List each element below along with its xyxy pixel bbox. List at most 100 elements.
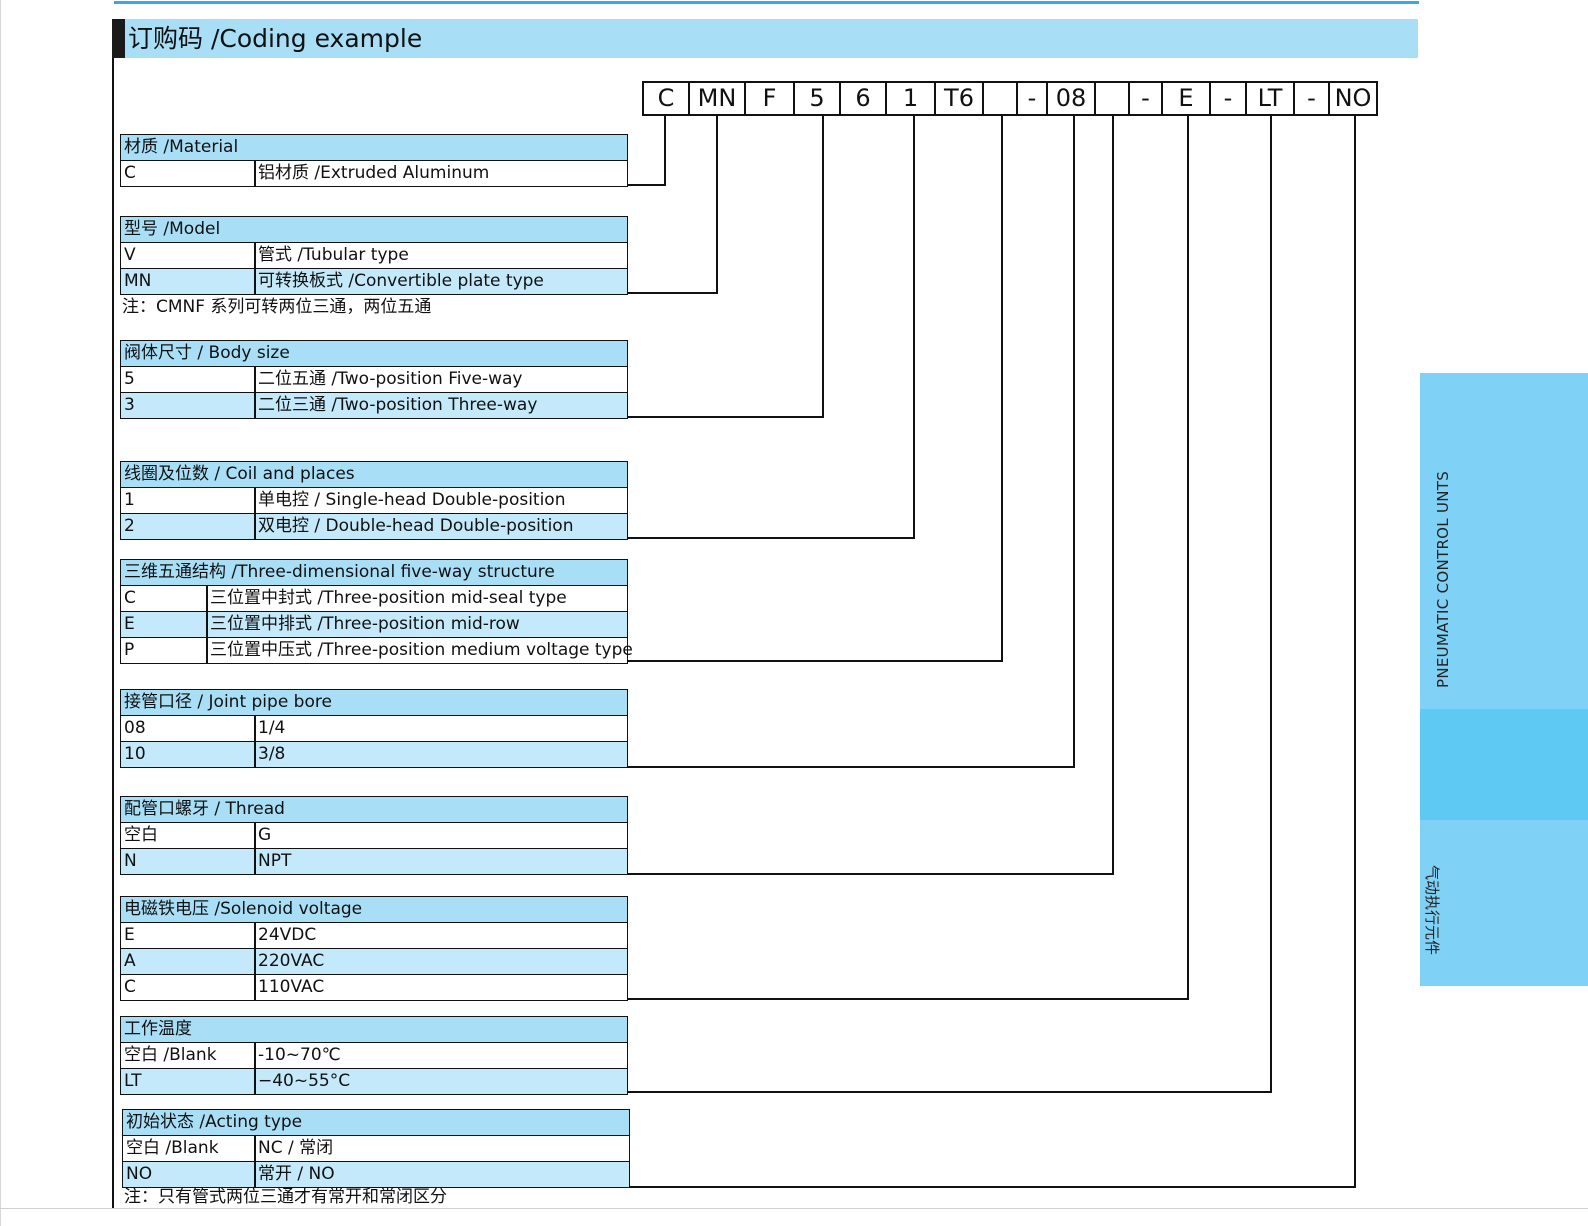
bore-table: 接管口径 / Joint pipe bore 08 1/4 10 3/8 xyxy=(120,689,628,768)
option-description: −40~55°C xyxy=(258,1071,351,1091)
table-header: 材质 /Material xyxy=(120,135,628,161)
connector-material-v xyxy=(664,116,666,186)
model-table: 型号 /Model V 管式 /Tubular type MN 可转换板式 /C… xyxy=(120,216,628,295)
option-description: 单电控 / Single-head Double-position xyxy=(258,490,566,510)
option-code: 空白 /Blank xyxy=(126,1138,219,1158)
option-code: 5 xyxy=(124,369,135,389)
table-header: 三维五通结构 /Three-dimensional five-way struc… xyxy=(120,560,628,586)
table-header: 型号 /Model xyxy=(120,217,628,243)
table-row: 3 二位三通 /Two-position Three-way xyxy=(120,393,628,419)
option-code: LT xyxy=(124,1071,142,1091)
column-divider xyxy=(254,742,256,767)
code-box-dash: - xyxy=(1209,81,1247,116)
table-header: 阀体尺寸 / Body size xyxy=(120,341,628,367)
connector-material-h xyxy=(628,184,666,186)
table-header: 接管口径 / Joint pipe bore xyxy=(120,690,628,716)
material-table: 材质 /Material C 铝材质 /Extruded Aluminum xyxy=(120,134,628,187)
option-description: 220VAC xyxy=(258,951,325,971)
connector-bore-v xyxy=(1073,116,1075,768)
table-header: 工作温度 xyxy=(120,1017,628,1043)
option-description: 110VAC xyxy=(258,977,325,997)
option-description: 三位置中压式 /Three-position medium voltage ty… xyxy=(210,640,633,660)
table-header: 电磁铁电压 /Solenoid voltage xyxy=(120,897,628,923)
option-code: E xyxy=(124,614,135,634)
column-divider xyxy=(254,823,256,848)
column-divider xyxy=(206,638,208,663)
column-divider xyxy=(254,393,256,418)
connector-thread-h xyxy=(628,873,1114,875)
table-header: 配管口螺牙 / Thread xyxy=(120,797,628,823)
option-code: 空白 /Blank xyxy=(124,1045,217,1065)
option-description: 1/4 xyxy=(258,718,286,738)
table-row: C 三位置中封式 /Three-position mid-seal type xyxy=(120,586,628,612)
side-tab-lower xyxy=(1420,820,1588,986)
code-box-thread xyxy=(1094,81,1130,116)
table-row: LT −40~55°C xyxy=(120,1069,628,1095)
table-row: NO 常开 / NO xyxy=(122,1162,630,1188)
column-divider xyxy=(254,1162,256,1187)
table-row: 空白 /Blank NC / 常闭 xyxy=(122,1136,630,1162)
option-code: 08 xyxy=(124,718,146,738)
bottom-rule xyxy=(0,1208,1588,1209)
option-code: C xyxy=(124,977,136,997)
table-row: P 三位置中压式 /Three-position medium voltage … xyxy=(120,638,633,664)
code-box-voltage: E xyxy=(1161,81,1211,116)
column-divider xyxy=(206,586,208,611)
option-code: 10 xyxy=(124,744,146,764)
connector-structure-h xyxy=(628,660,1003,662)
column-divider xyxy=(254,1043,256,1068)
code-box-acting: NO xyxy=(1328,81,1378,116)
column-divider xyxy=(206,612,208,637)
side-tab-active xyxy=(1420,709,1588,820)
option-description: 可转换板式 /Convertible plate type xyxy=(258,271,544,291)
connector-voltage-v xyxy=(1187,116,1189,1000)
code-box-series: F xyxy=(744,81,795,116)
table-row: 08 1/4 xyxy=(120,716,628,742)
column-divider xyxy=(254,975,256,1000)
connector-bore-h xyxy=(628,766,1075,768)
option-description: 24VDC xyxy=(258,925,317,945)
column-divider xyxy=(254,716,256,741)
connector-acting-h xyxy=(628,1186,1356,1188)
connector-body-size-v xyxy=(822,116,824,418)
code-box-model: MN xyxy=(688,81,746,116)
thread-table: 配管口螺牙 / Thread 空白 G N NPT xyxy=(120,796,628,875)
option-code: E xyxy=(124,925,135,945)
connector-temperature-h xyxy=(628,1091,1272,1093)
code-box-type: T6 xyxy=(934,81,984,116)
table-row: E 三位置中排式 /Three-position mid-row xyxy=(120,612,628,638)
column-divider xyxy=(254,1069,256,1094)
option-description: 三位置中封式 /Three-position mid-seal type xyxy=(210,588,567,608)
connector-coil-v xyxy=(913,116,915,539)
column-divider xyxy=(254,488,256,513)
table-row: E 24VDC xyxy=(120,923,628,949)
connector-model-v xyxy=(716,116,718,294)
option-code: V xyxy=(124,245,136,265)
column-divider xyxy=(254,161,256,186)
code-box-body-size: 5 xyxy=(793,81,841,116)
table-row: MN 可转换板式 /Convertible plate type xyxy=(120,269,628,295)
page-border xyxy=(0,0,1,1226)
model-note: 注：CMNF 系列可转两位三通，两位五通 xyxy=(122,297,432,317)
option-code: MN xyxy=(124,271,152,291)
top-rule xyxy=(114,1,1419,4)
option-description: 二位五通 /Two-position Five-way xyxy=(258,369,523,389)
body-size-table: 阀体尺寸 / Body size 5 二位五通 /Two-position Fi… xyxy=(120,340,628,419)
option-description: 铝材质 /Extruded Aluminum xyxy=(258,163,490,183)
option-code: 2 xyxy=(124,516,135,536)
option-description: 三位置中排式 /Three-position mid-row xyxy=(210,614,520,634)
table-header: 线圈及位数 / Coil and places xyxy=(120,462,628,488)
table-row: 2 双电控 / Double-head Double-position xyxy=(120,514,628,540)
option-code: N xyxy=(124,851,137,871)
table-row: N NPT xyxy=(120,849,628,875)
table-row: 空白 /Blank -10~70℃ xyxy=(120,1043,628,1069)
option-description: G xyxy=(258,825,272,845)
table-row: C 110VAC xyxy=(120,975,628,1001)
connector-model-h xyxy=(628,292,718,294)
option-code: 1 xyxy=(124,490,135,510)
option-description: NC / 常闭 xyxy=(258,1138,334,1158)
table-row: 10 3/8 xyxy=(120,742,628,768)
option-description: 双电控 / Double-head Double-position xyxy=(258,516,574,536)
option-code: C xyxy=(124,163,136,183)
page-title: 订购码 /Coding example xyxy=(128,24,423,53)
